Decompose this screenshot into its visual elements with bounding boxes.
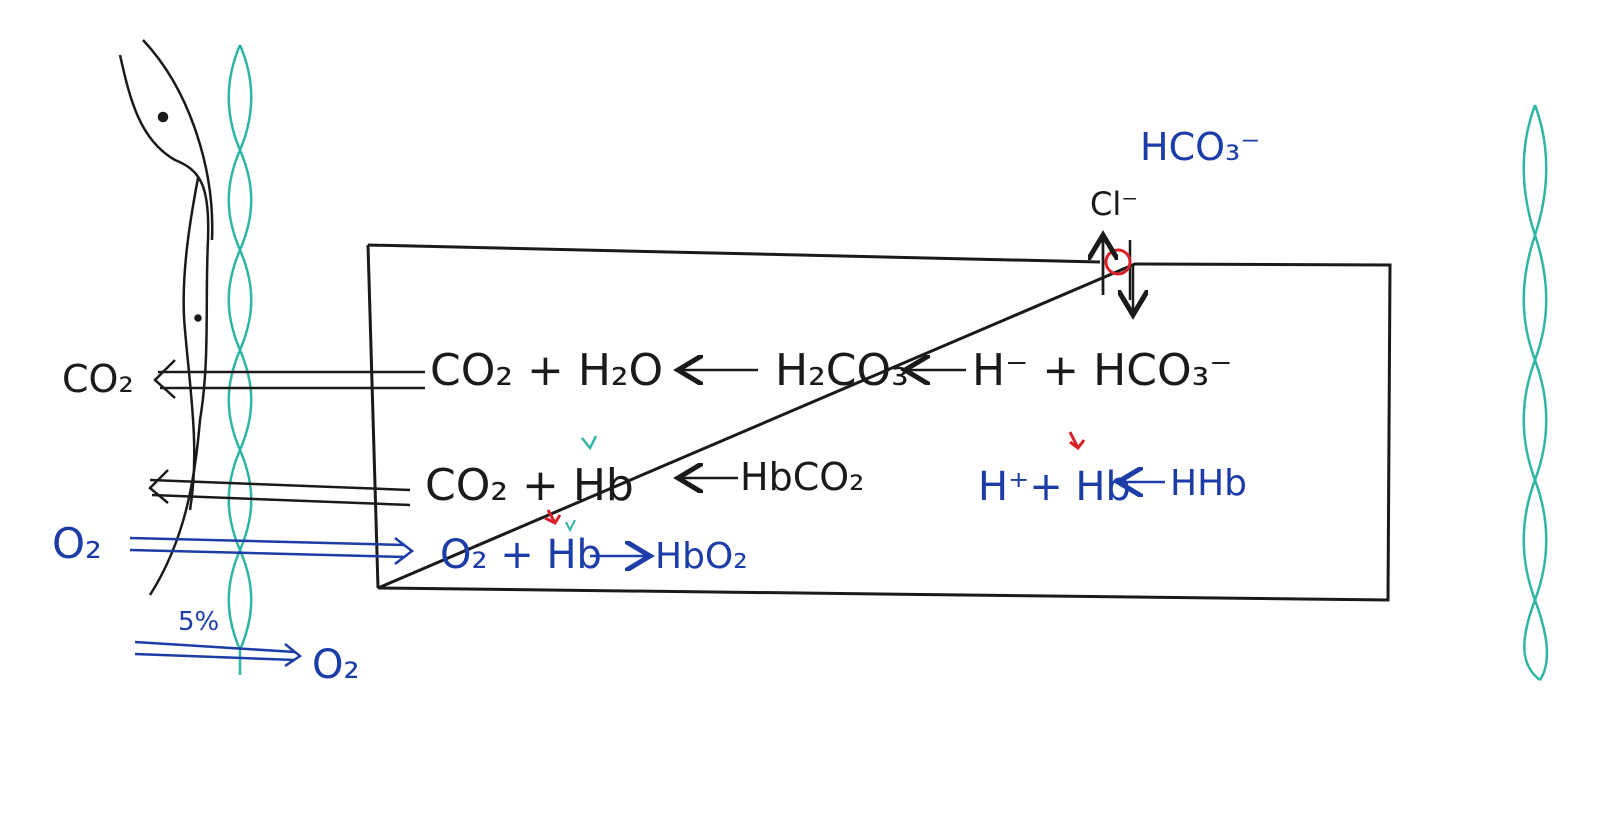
red-mark-hb-o2 — [544, 509, 562, 525]
co2-efflux-arrow-bottom — [148, 469, 411, 507]
red-mark-hb-blue — [1068, 431, 1086, 451]
equation-h2co3: H₂CO₃ — [775, 345, 909, 396]
label-o2-in: O₂ — [52, 519, 102, 568]
tissue-cell-outline — [118, 39, 214, 596]
chloride-bicarbonate-exchanger — [1103, 235, 1133, 315]
equation-hhb: HHb — [1170, 463, 1247, 504]
teal-tick-hb-o2 — [565, 519, 576, 533]
equation-hbo2: HbO₂ — [655, 536, 748, 577]
capillary-wall-right — [1522, 104, 1549, 681]
capillary-wall-left — [227, 44, 253, 675]
equation-co2-h2o: CO₂ + H₂O — [430, 345, 663, 396]
equation-co2-hb: CO₂ + Hb — [425, 460, 634, 511]
label-percent: 5% — [178, 607, 219, 637]
o2-influx-arrow — [129, 536, 415, 565]
label-co2-out: CO₂ — [62, 357, 134, 401]
o2-tissue-arrow — [134, 640, 303, 668]
label-bicarb-outside: HCO₃⁻ — [1140, 125, 1260, 169]
red-blood-cell-outline — [366, 243, 1392, 602]
equation-hbco2: HbCO₂ — [740, 455, 864, 499]
label-o2-out: O₂ — [312, 642, 360, 688]
equation-h-hb: H⁺+ Hb — [978, 464, 1131, 510]
teal-tick-hb — [581, 435, 598, 451]
co2-efflux-arrow-top — [153, 359, 425, 399]
label-chloride: Cl⁻ — [1090, 185, 1138, 223]
equation-o2-hb: O₂ + Hb — [440, 532, 602, 578]
equation-h-hco3: H⁻ + HCO₃⁻ — [972, 345, 1232, 396]
